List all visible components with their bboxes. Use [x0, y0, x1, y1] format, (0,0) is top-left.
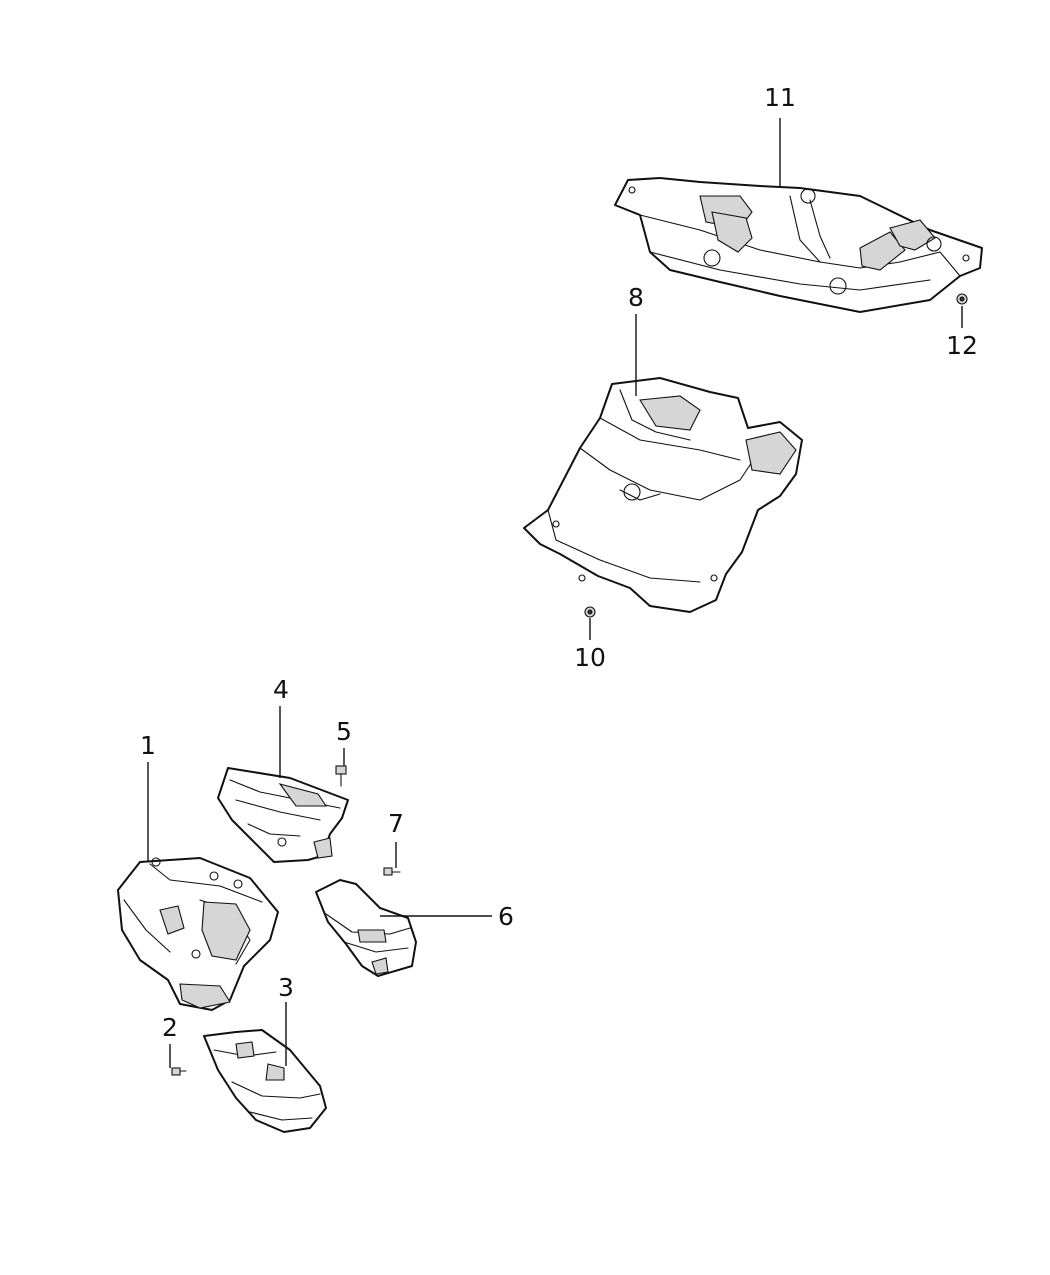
bolt-icon-7: [383, 867, 401, 876]
callout-7: 7: [388, 809, 404, 838]
callout-2: 2: [162, 1013, 178, 1042]
nut-icon-12: [956, 293, 968, 305]
callout-labels: 11 12 8 10 4 5 7 1 6 2 3: [140, 83, 978, 1042]
callout-4: 4: [273, 675, 289, 704]
callout-1: 1: [140, 731, 156, 760]
callout-6: 6: [498, 902, 514, 931]
callout-12: 12: [946, 331, 978, 360]
leader-lines: [147, 118, 963, 1068]
manifold-heat-shield-icon: [217, 767, 349, 863]
bolt-icon-5: [335, 765, 347, 787]
converter-lower-shield-icon: [203, 1029, 327, 1133]
exhaust-manifold-converter-icon: [117, 857, 279, 1011]
heat-shield-lower-icon: [523, 377, 803, 613]
bolt-icon-2: [171, 1067, 187, 1076]
callout-11: 11: [764, 83, 796, 112]
converter-heat-shield-icon: [315, 879, 417, 977]
callout-10: 10: [574, 643, 606, 672]
nut-icon-10: [584, 606, 596, 618]
callout-3: 3: [278, 973, 294, 1002]
heat-shield-upper-icon: [614, 177, 983, 313]
callout-8: 8: [628, 283, 644, 312]
callout-5: 5: [336, 717, 352, 746]
